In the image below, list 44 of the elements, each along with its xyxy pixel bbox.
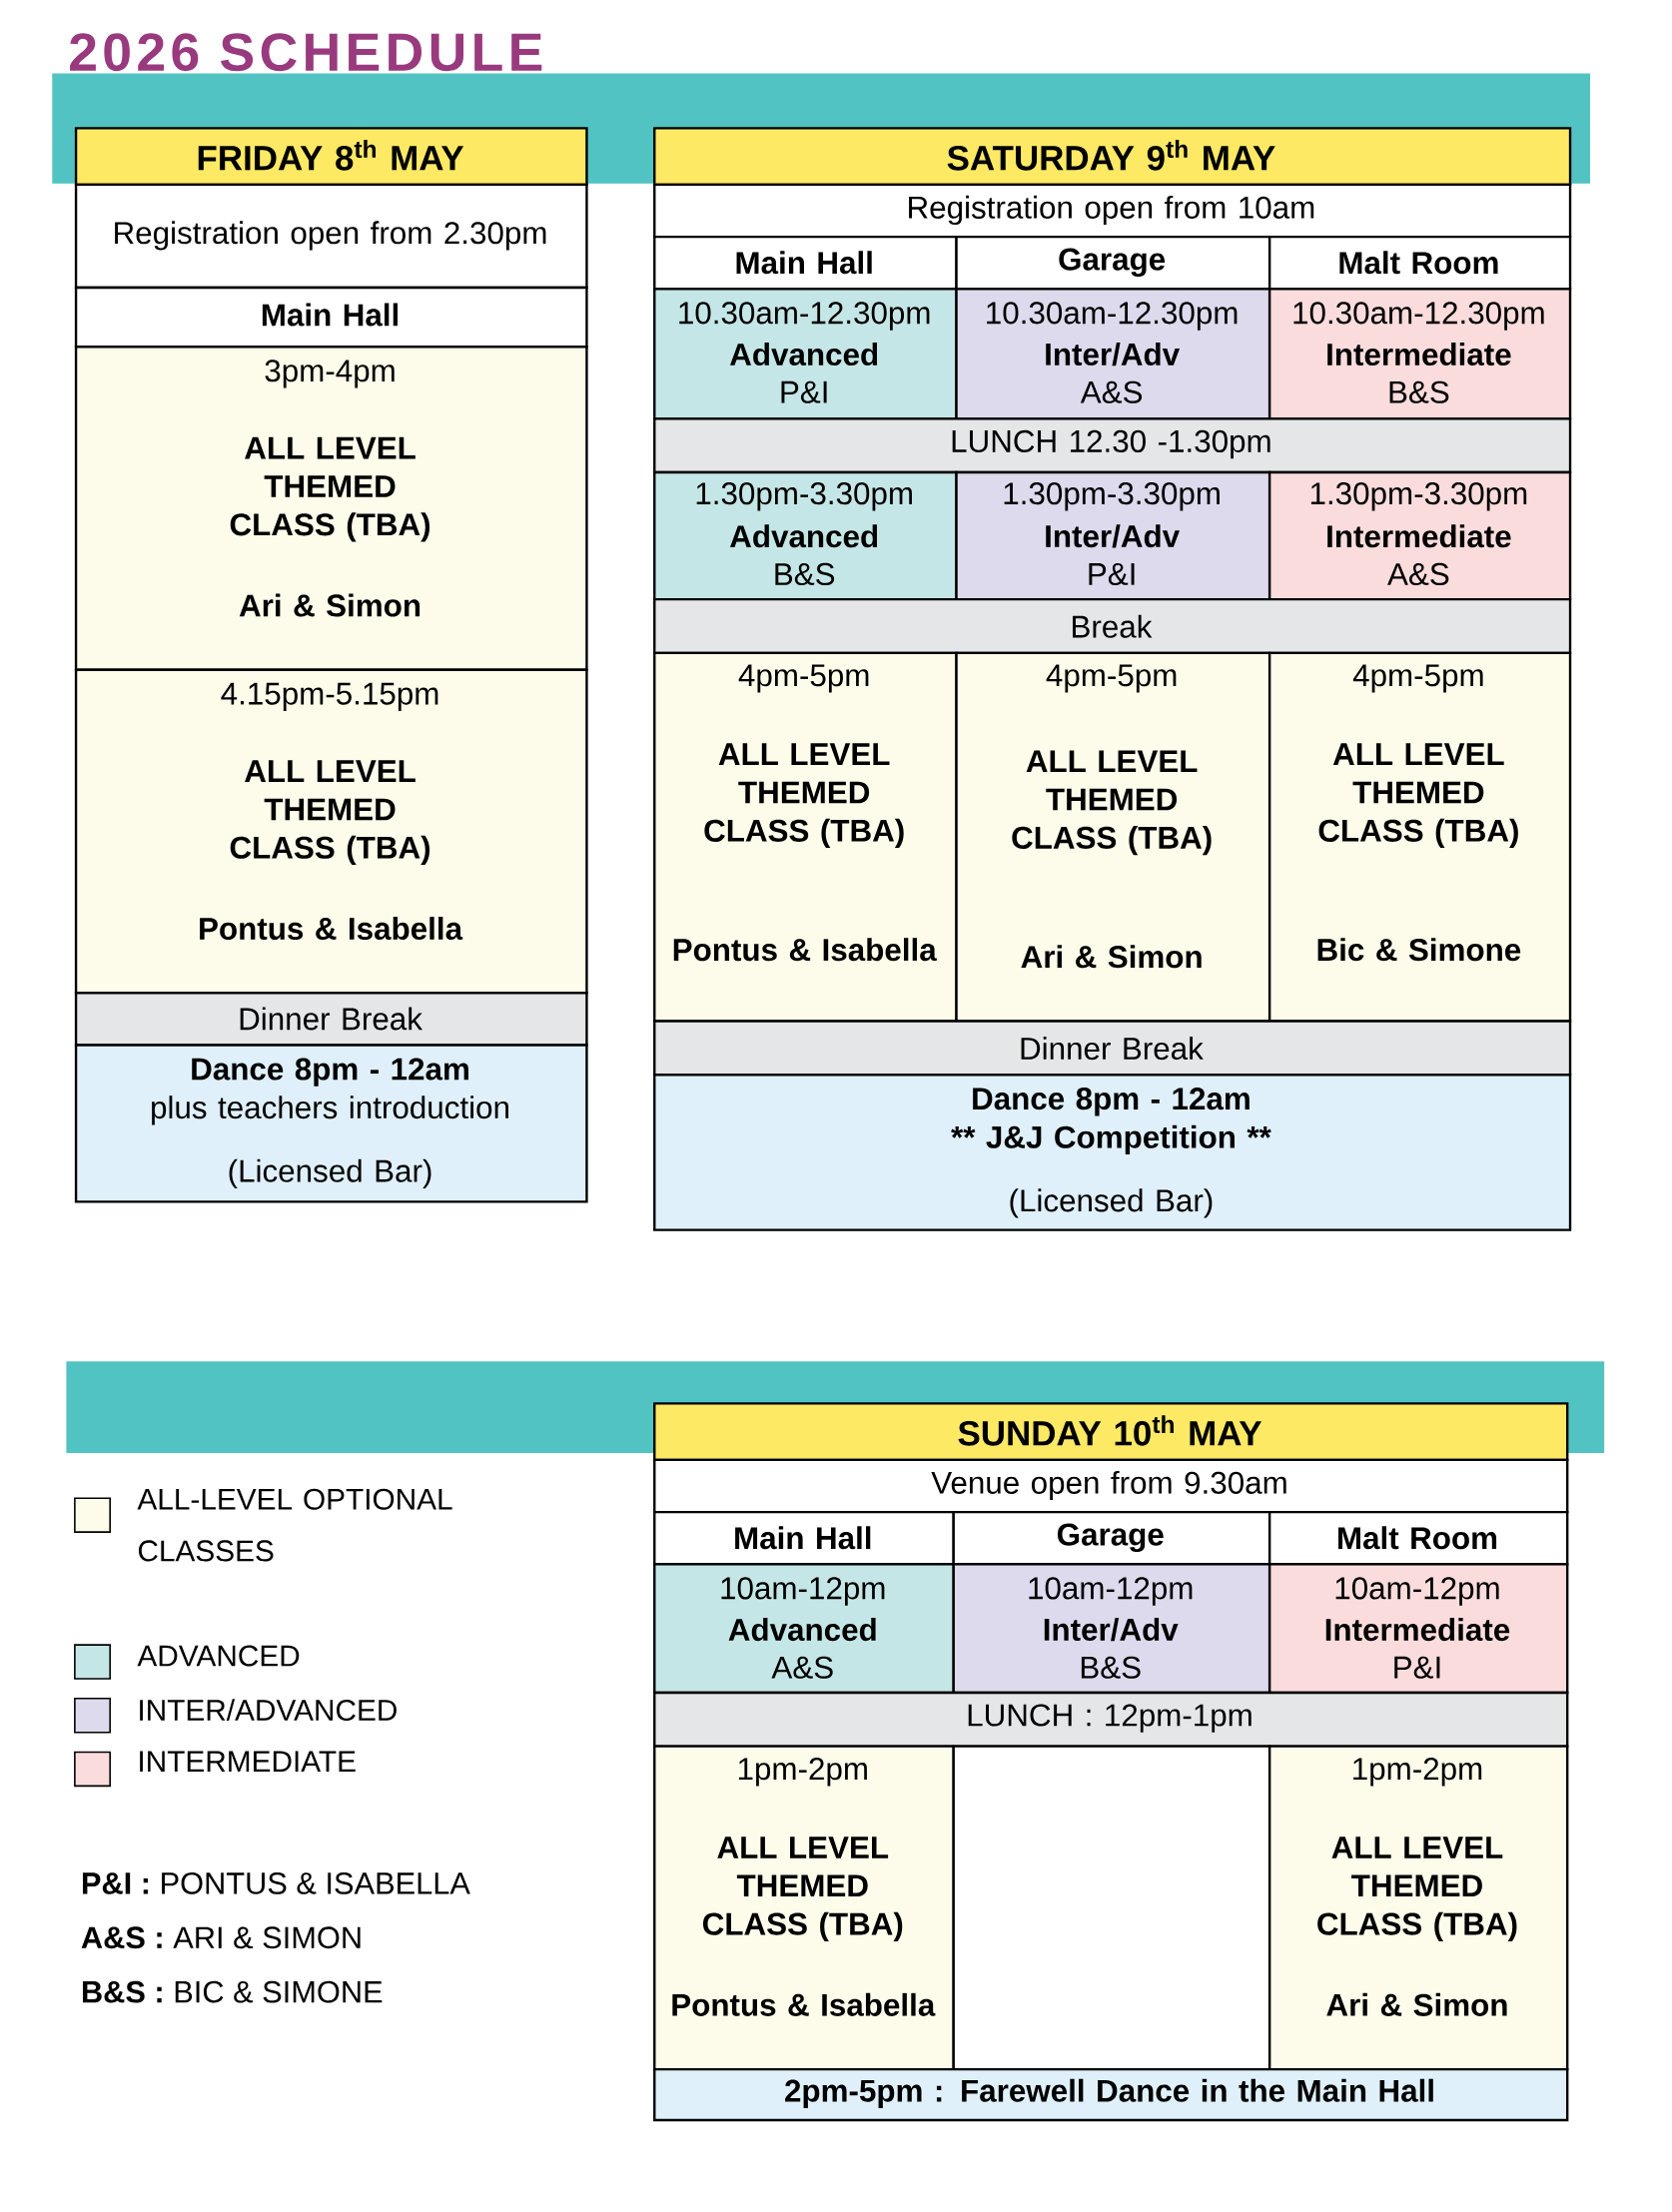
column-header: Main Hall — [653, 235, 958, 291]
break-bar: LUNCH : 12pm-1pm — [653, 1691, 1569, 1748]
dance-cell: Dance 8pm - 12am ** J&J Competition ** (Licensed Bar) — [653, 1074, 1572, 1231]
class-cell: 1.30pm-3.30pm Inter/Adv P&I — [955, 470, 1271, 601]
day-header: FRIDAY 8$^{th}$ MAY — [74, 127, 588, 187]
class-cell: 4pm-5pm ALL LEVEL THEMED CLASS (TBA) Pontus & Isabella — [653, 651, 958, 1023]
class-cell: 4pm-5pm ALL LEVEL THEMED CLASS (TBA) Bic & Simone — [1267, 651, 1572, 1023]
title: 2026 SCHEDULE — [70, 33, 542, 72]
dance-cell: 2pm-5pm : Farewell Dance in the Main Hall — [653, 2067, 1569, 2122]
class-cell: 10am-12pm Intermediate P&I — [1267, 1563, 1569, 1695]
legend-text: ALL-LEVEL OPTIONAL CLASSES — [137, 1488, 452, 1562]
break-bar: Dinner Break — [653, 1020, 1572, 1077]
column-header: Garage — [952, 1510, 1271, 1566]
break-bar: Dinner Break — [74, 992, 588, 1047]
break-bar: LUNCH 12.30 -1.30pm — [653, 417, 1572, 474]
dance-cell: Dance 8pm - 12am plus teachers introduction (Licensed Bar) — [74, 1044, 588, 1203]
class-cell: 3pm-4pm ALL LEVEL THEMED CLASS (TBA) Ari & Simon — [74, 346, 588, 671]
column-header: Malt Room — [1267, 235, 1572, 291]
column-header: Garage — [955, 235, 1271, 291]
legend-text: INTER/ADVANCED — [140, 1699, 397, 1722]
day-header: SATURDAY 9$^{th}$ MAY — [653, 127, 1572, 187]
column-header: Malt Room — [1267, 1510, 1569, 1566]
class-cell: 4.15pm-5.15pm ALL LEVEL THEMED CLASS (TBA) Pontus & Isabella — [74, 668, 588, 995]
break-bar: Break — [653, 597, 1572, 655]
schedule-cell: Registration open from 2.30pm — [74, 183, 588, 290]
class-cell: 10am-12pm Inter/Adv B&S — [952, 1563, 1271, 1695]
class-cell: 1.30pm-3.30pm Advanced B&S — [653, 470, 958, 601]
class-cell: 10am-12pm Advanced A&S — [653, 1563, 955, 1695]
class-cell: 1.30pm-3.30pm Intermediate A&S — [1267, 470, 1572, 601]
class-cell: 1pm-2pm ALL LEVEL THEMED CLASS (TBA) Ari & Simon — [1267, 1745, 1569, 2071]
column-header: Main Hall — [74, 286, 588, 349]
column-header: Main Hall — [653, 1510, 955, 1566]
empty-cell — [952, 1745, 1271, 2071]
class-cell: 10.30am-12.30pm Intermediate B&S — [1267, 288, 1572, 420]
day-header: SUNDAY 10$^{th}$ MAY — [653, 1402, 1569, 1462]
class-cell: 10.30am-12.30pm Advanced P&I — [653, 288, 958, 420]
class-cell: 4pm-5pm ALL LEVEL THEMED CLASS (TBA) Ari & Simon — [955, 651, 1271, 1023]
legend-text: INTERMEDIATE — [140, 1751, 356, 1772]
class-cell: 1pm-2pm ALL LEVEL THEMED CLASS (TBA) Pontus & Isabella — [653, 1745, 955, 2071]
legend-text: ADVANCED — [137, 1645, 300, 1667]
class-cell: 10.30am-12.30pm Inter/Adv A&S — [955, 288, 1271, 420]
teacher-key: A&S : ARI & SIMON — [81, 1926, 361, 1949]
teacher-key: P&I : PONTUS & ISABELLA — [83, 1872, 470, 1894]
teacher-key: B&S : BIC & SIMONE — [83, 1980, 383, 2003]
